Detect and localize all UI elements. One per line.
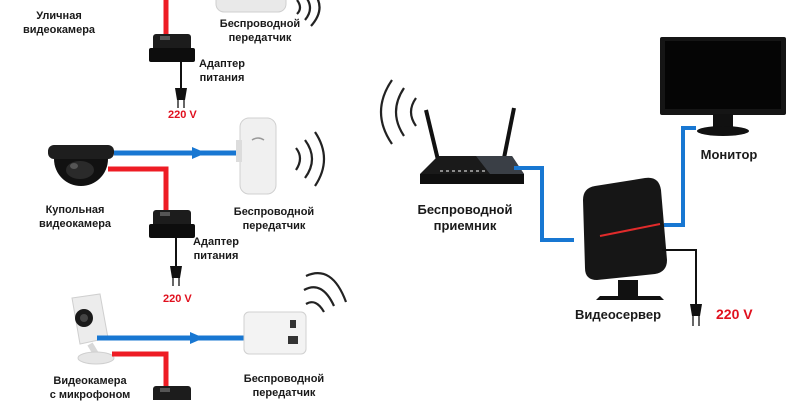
power-cable-server [662, 249, 697, 304]
label-line: приемник [433, 218, 497, 234]
label-line: видеокамера [22, 23, 96, 36]
arrow-icon [190, 332, 204, 344]
adapter-label-1: Адаптер питания [192, 58, 252, 86]
label-line: Адаптер [193, 236, 239, 248]
wifi-signal-icon [380, 79, 417, 145]
voltage-label-1: 220 V [168, 109, 197, 121]
video-line-receiver-server [514, 166, 574, 242]
wireless-transmitter-icon [243, 311, 307, 355]
video-line-server-monitor [664, 126, 696, 227]
power-adapter-icon [153, 386, 191, 400]
transmitter-label-2: Беспроводной передатчик [224, 206, 324, 234]
power-line-2 [108, 166, 169, 212]
monitor-icon [660, 37, 786, 136]
label-line: Беспроводной [233, 206, 315, 218]
power-adapter-icon [149, 210, 195, 238]
power-line-3 [112, 351, 169, 392]
transmitter-label-3: Беспроводной передатчик [234, 373, 334, 401]
monitor-label: Монитор [700, 147, 758, 162]
wifi-signal-icon [303, 272, 348, 313]
label-line: Беспроводной [243, 373, 325, 385]
label-line: питания [199, 71, 245, 84]
receiver-label: Беспроводной приемник [400, 202, 530, 235]
label-line: передатчик [242, 219, 306, 232]
power-plug-icon [170, 266, 182, 286]
voltage-label-2: 220 V [163, 293, 192, 305]
video-server-icon [583, 177, 667, 300]
label-line: Купольная [45, 204, 105, 216]
camera-label-microphone: Видеокамера с микрофоном [40, 375, 140, 403]
wireless-transmitter-icon [236, 117, 277, 195]
camera-label-street: Уличная видеокамера [14, 10, 104, 38]
arrow-icon [192, 147, 206, 159]
dome-camera-icon [48, 145, 114, 186]
label-line: передатчик [252, 386, 316, 399]
power-adapter-icon [149, 34, 195, 62]
power-plug-icon [690, 304, 702, 326]
adapter-label-2: Адаптер питания [186, 236, 246, 264]
server-label: Видеосервер [574, 307, 662, 322]
wifi-signal-icon [295, 131, 326, 187]
voltage-label-server: 220 V [716, 306, 753, 322]
wireless-transmitter-icon [215, 0, 287, 13]
label-line: Адаптер [199, 58, 245, 70]
label-line: Беспроводной [417, 202, 513, 217]
label-line: Видеокамера [53, 375, 127, 387]
label-line: питания [193, 249, 239, 262]
camera-with-microphone-icon [71, 293, 115, 365]
wireless-router-icon [420, 107, 524, 184]
transmitter-label-1: Беспроводной передатчик [210, 18, 310, 46]
camera-label-dome: Купольная видеокамера [30, 204, 120, 232]
wifi-signal-icon [296, 0, 321, 27]
label-line: видеокамера [38, 217, 112, 230]
label-line: Уличная [36, 10, 82, 22]
power-plug-icon [175, 88, 187, 108]
label-line: Беспроводной [219, 18, 301, 30]
label-line: с микрофоном [49, 388, 131, 401]
label-line: передатчик [228, 31, 292, 44]
